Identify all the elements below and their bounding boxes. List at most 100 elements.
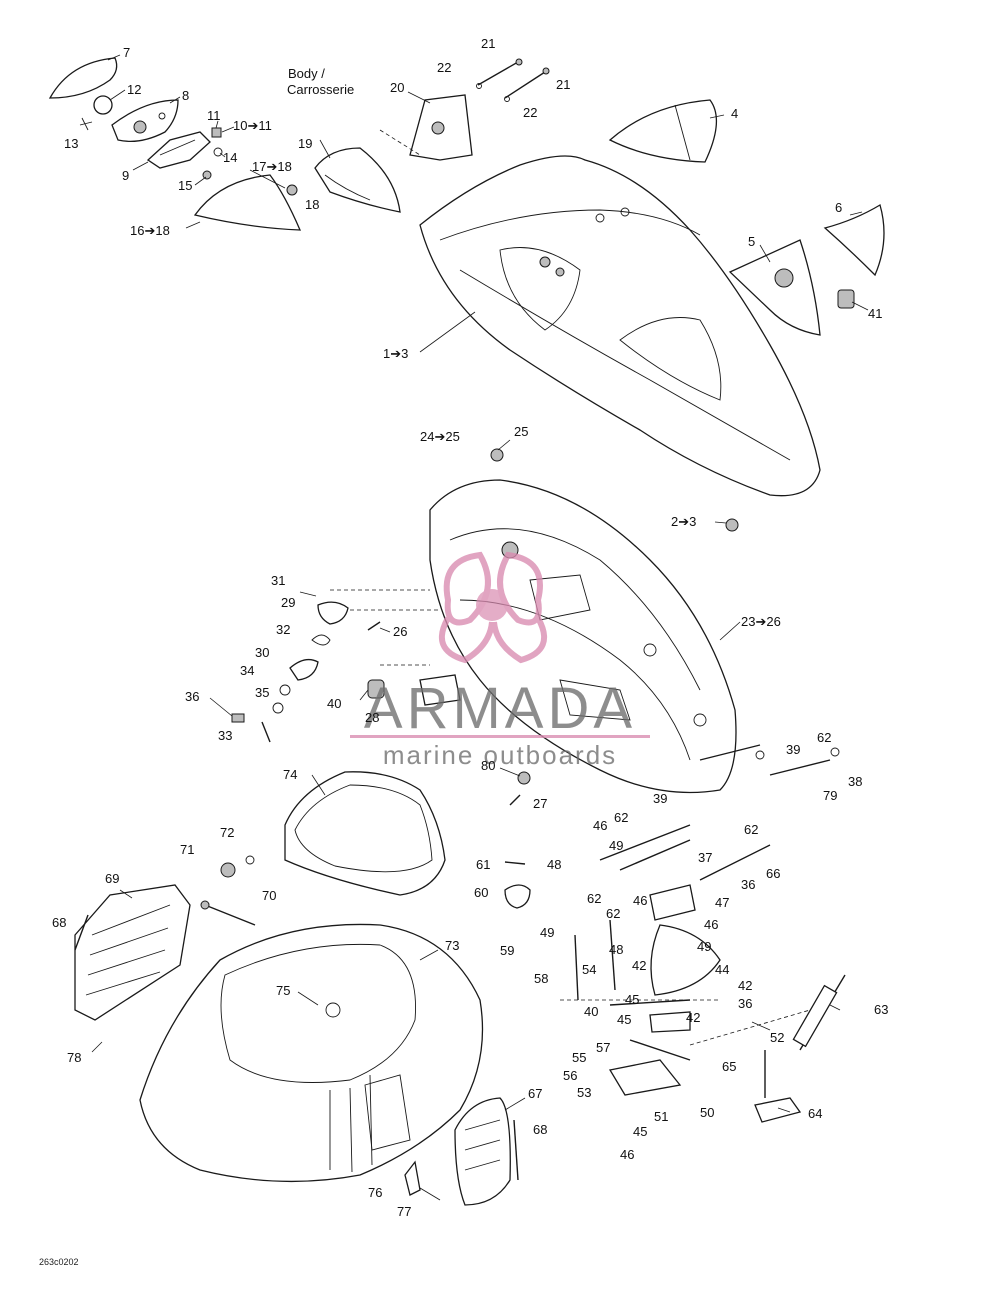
callout-63: 63: [874, 1002, 888, 1017]
callout-41: 41: [868, 306, 882, 321]
callout-42b: 42: [738, 978, 752, 993]
callout-36a: 36: [185, 689, 199, 704]
callout-42a: 42: [632, 958, 646, 973]
part-16-mirror: [193, 174, 302, 231]
callout-21b: 21: [556, 77, 570, 92]
callout-65: 65: [722, 1059, 736, 1074]
callout-22b: 22: [523, 105, 537, 120]
part-5-vent: [728, 239, 821, 336]
callout-32: 32: [276, 622, 290, 637]
callout-62d: 62: [587, 891, 601, 906]
callout-5: 5: [748, 234, 755, 249]
callout-74: 74: [283, 767, 297, 782]
callout-62b: 62: [614, 810, 628, 825]
callout-80: 80: [481, 758, 495, 773]
callout-18: 18: [305, 197, 319, 212]
parts-drawing: [48, 57, 885, 1206]
callout-40a: 40: [327, 696, 341, 711]
callout-17: 17➔18: [252, 159, 292, 174]
callout-27: 27: [533, 796, 547, 811]
callout-13: 13: [64, 136, 78, 151]
callout-77: 77: [397, 1204, 411, 1219]
callout-46d: 46: [620, 1147, 634, 1162]
callout-38: 38: [848, 774, 862, 789]
callout-68b: 68: [533, 1122, 547, 1137]
callout-10: 10➔11: [233, 118, 272, 133]
leader-lines: [91, 54, 869, 1113]
callout-56: 56: [563, 1068, 577, 1083]
watermark-logo-mark: [438, 551, 548, 664]
callout-37: 37: [698, 850, 712, 865]
callout-11: 11: [207, 108, 221, 123]
callout-46a: 46: [593, 818, 607, 833]
callout-61: 61: [476, 857, 490, 872]
callout-67: 67: [528, 1086, 542, 1101]
callout-24: 24➔25: [420, 429, 460, 444]
callout-45b: 45: [617, 1012, 631, 1027]
part-8-bracket: [111, 99, 179, 143]
callout-25: 25: [514, 424, 528, 439]
part-12-knob: [93, 95, 113, 115]
callout-30: 30: [255, 645, 269, 660]
callout-71: 71: [180, 842, 194, 857]
callout-15: 15: [178, 178, 192, 193]
callout-62a: 62: [817, 730, 831, 745]
callout-54: 54: [582, 962, 596, 977]
callout-42c: 42: [686, 1010, 700, 1025]
callout-70: 70: [262, 888, 276, 903]
callout-28: 28: [365, 710, 379, 725]
callout-48a: 48: [547, 857, 561, 872]
callout-23: 23➔26: [741, 614, 781, 629]
part-9-handle: [146, 131, 211, 169]
part-69-frame: [74, 884, 191, 1021]
callout-45a: 45: [625, 992, 639, 1007]
callout-66: 66: [766, 866, 780, 881]
callout-76: 76: [368, 1185, 382, 1200]
callout-39b: 39: [653, 791, 667, 806]
callout-31: 31: [271, 573, 285, 588]
callout-7: 7: [123, 45, 130, 60]
callout-40b: 40: [584, 1004, 598, 1019]
callout-2: 2➔3: [671, 514, 696, 529]
callout-39a: 39: [786, 742, 800, 757]
callout-59: 59: [500, 943, 514, 958]
part-4-windshield: [608, 99, 718, 163]
callout-60: 60: [474, 885, 488, 900]
callout-22a: 22: [437, 60, 451, 75]
callout-73: 73: [445, 938, 459, 953]
body-label-line2: Carrosserie: [287, 82, 354, 97]
callout-69: 69: [105, 871, 119, 886]
part-19-pod: [314, 147, 401, 213]
callout-labels: 7 12 8 13 11 10➔11 14 9 15 17➔18 18 16➔1…: [52, 36, 888, 1219]
callout-4: 4: [731, 106, 738, 121]
part-7-cover: [48, 57, 118, 99]
part-1-body: [419, 155, 821, 497]
callout-79: 79: [823, 788, 837, 803]
drawing-code: 263c0202: [39, 1257, 79, 1267]
callout-50: 50: [700, 1105, 714, 1120]
callout-16: 16➔18: [130, 223, 170, 238]
callout-19: 19: [298, 136, 312, 151]
callout-35: 35: [255, 685, 269, 700]
callout-49c: 49: [697, 939, 711, 954]
callout-48b: 48: [609, 942, 623, 957]
body-label-line1: Body /: [288, 66, 325, 81]
callout-34: 34: [240, 663, 254, 678]
watermark: ARMADA marine outboards: [350, 551, 650, 770]
part-74-seal: [284, 771, 446, 896]
callout-33: 33: [218, 728, 232, 743]
callout-53: 53: [577, 1085, 591, 1100]
callout-46c: 46: [704, 917, 718, 932]
callout-26: 26: [393, 624, 407, 639]
callout-44: 44: [715, 962, 729, 977]
part-6-trim: [823, 204, 885, 277]
callout-8: 8: [182, 88, 189, 103]
callout-46b: 46: [633, 893, 647, 908]
callout-72: 72: [220, 825, 234, 840]
callout-57: 57: [596, 1040, 610, 1055]
callout-49b: 49: [540, 925, 554, 940]
callout-62c: 62: [744, 822, 758, 837]
watermark-tagline: marine outboards: [383, 740, 617, 770]
callout-36c: 36: [738, 996, 752, 1011]
